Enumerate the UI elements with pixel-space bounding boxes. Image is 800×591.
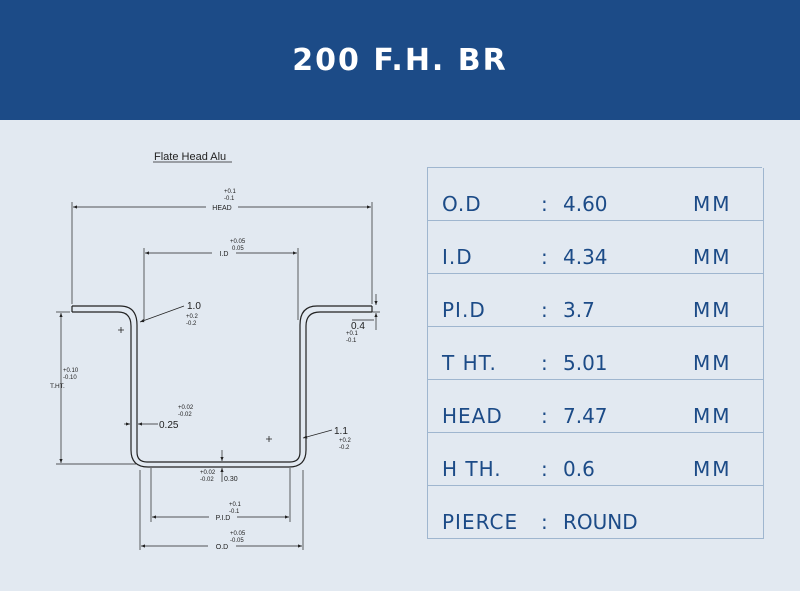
radius-left-minus: -0.2 [186,321,197,327]
spec-label: I.D [442,245,473,269]
flange-plus: +0.1 [346,331,359,337]
pid-dim-minus: -0.1 [229,509,240,515]
spec-label: H TH. [442,457,502,481]
spec-row-head: HEAD : 7.47 MM [427,380,764,433]
od-dim-label: O.D [216,544,228,551]
bottom-label: 0.30 [224,476,238,483]
page-title: 200 F.H. BR [292,42,508,78]
spec-row-tht: T HT. : 5.01 MM [427,327,764,380]
spec-colon: : [541,510,548,534]
spec-value: 5.01 [563,351,608,375]
spec-value: 3.7 [563,298,595,322]
radius-right-minus: -0.2 [339,445,350,451]
bottom-minus: -0.02 [200,477,214,483]
id-dim-plus: +0.05 [230,239,246,245]
spec-label: PI.D [442,298,486,322]
tht-dim-plus: +0.10 [63,368,79,374]
spec-row-pid: PI.D : 3.7 MM [427,274,764,327]
spec-colon: : [541,351,548,375]
spec-label: HEAD [442,404,503,428]
spec-unit: MM [693,457,732,481]
spec-label: T HT. [442,351,497,375]
head-dim-gap [206,203,238,211]
spec-unit: MM [693,245,732,269]
od-dim-gap [208,542,236,550]
technical-drawing: Flate Head Alu HEAD +0.1 -0.1 I.D +0.05 … [30,140,410,560]
radius-left-leader [139,305,185,323]
radius-left-label: 1.0 [187,301,201,312]
id-dim-label: I.D [220,251,229,258]
part-profile-inner [72,311,372,468]
pid-dim-gap [209,513,237,521]
spec-row-od: O.D : 4.60 MM [427,168,764,221]
radius-left-plus: +0.2 [186,314,199,320]
spec-label: O.D [442,192,482,216]
spec-value: 4.34 [563,245,608,269]
wall-label: 0.25 [159,420,179,431]
flange-label: 0.4 [351,321,365,332]
spec-row-pierce: PIERCE : ROUND [427,486,764,539]
id-dim-gap [212,249,236,257]
od-dim-minus: -0.05 [230,538,244,544]
head-dim-label: HEAD [212,205,231,212]
drawing-caption: Flate Head Alu [154,151,226,163]
pid-dim-label: P.I.D [216,515,231,522]
head-dim-minus: -0.1 [224,196,235,202]
header-banner: 200 F.H. BR [0,0,800,120]
tht-dim-minus: -0.10 [63,375,77,381]
wall-minus: -0.02 [178,412,192,418]
radius-right-label: 1.1 [334,426,348,437]
center-mark-left [118,327,124,333]
head-dim-plus: +0.1 [224,189,237,195]
spec-unit: MM [693,298,732,322]
spec-value: 4.60 [563,192,608,216]
part-profile-outer [72,305,372,463]
pid-dim-plus: +0.1 [229,502,242,508]
spec-value: ROUND [563,510,638,534]
radius-right-plus: +0.2 [339,438,352,444]
spec-row-hth: H TH. : 0.6 MM [427,433,764,486]
spec-unit: MM [693,192,732,216]
flange-minus: -0.1 [346,338,357,344]
tht-dim-label: T.HT. [50,383,65,390]
spec-value: 0.6 [563,457,595,481]
id-dim-minus: 0.05 [232,246,244,252]
spec-table: O.D : 4.60 MM I.D : 4.34 MM PI.D : 3.7 M… [427,167,764,548]
spec-colon: : [541,457,548,481]
wall-plus: +0.02 [178,405,194,411]
spec-colon: : [541,192,548,216]
bottom-plus: +0.02 [200,470,216,476]
spec-label: PIERCE [442,510,519,534]
spec-unit: MM [693,404,732,428]
spec-unit: MM [693,351,732,375]
spec-value: 7.47 [563,404,608,428]
radius-right-leader [302,429,333,439]
center-mark-right [266,436,272,442]
drawing-svg: Flate Head Alu HEAD +0.1 -0.1 I.D +0.05 … [50,151,380,551]
spec-row-id: I.D : 4.34 MM [427,221,764,274]
spec-colon: : [541,298,548,322]
spec-colon: : [541,245,548,269]
spec-colon: : [541,404,548,428]
od-dim-plus: +0.05 [230,531,246,537]
